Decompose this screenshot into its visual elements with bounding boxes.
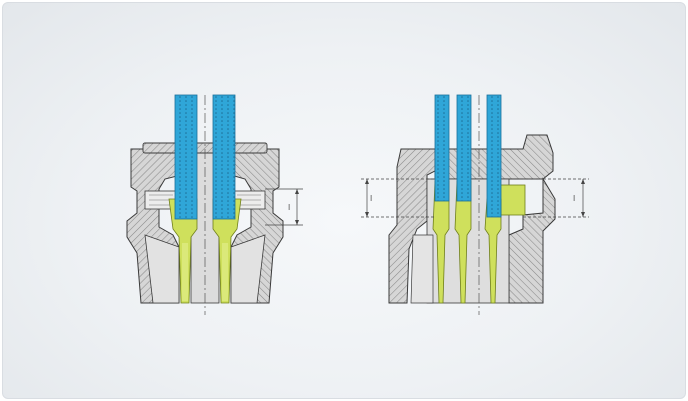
left-wire-1 xyxy=(174,94,198,220)
right-dimension-left: l xyxy=(361,178,435,218)
right-dimension-left-label: l xyxy=(370,194,372,203)
left-connector: l xyxy=(126,94,303,315)
right-wire-1 xyxy=(434,94,450,202)
left-contact-2 xyxy=(212,198,242,304)
right-connector: l l xyxy=(361,94,589,315)
connector-cross-section-diagram: l xyxy=(126,94,589,315)
left-screw-left xyxy=(144,190,178,210)
right-wire-3 xyxy=(486,94,502,218)
left-housing-inner-right xyxy=(230,234,266,304)
right-dimension-right: l xyxy=(523,178,589,218)
left-housing-inner xyxy=(144,234,180,304)
left-dimension-label: l xyxy=(288,203,290,212)
right-inner-lower xyxy=(410,234,434,304)
right-dimension-right-label: l xyxy=(573,194,575,203)
right-wire-2 xyxy=(456,94,472,202)
left-wire-2 xyxy=(212,94,236,220)
left-dimension: l xyxy=(265,188,303,226)
